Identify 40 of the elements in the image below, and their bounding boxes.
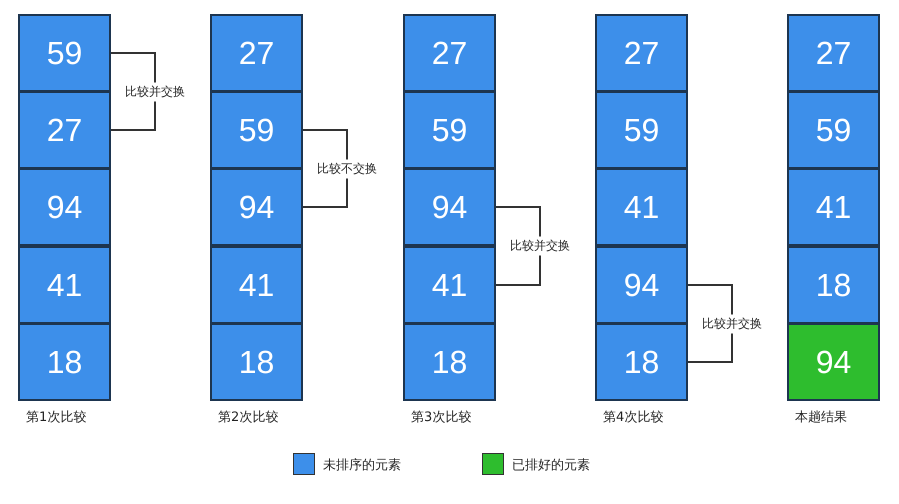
number-cell: 18 [403, 323, 496, 401]
number-cell: 41 [403, 246, 496, 324]
number-cell: 59 [787, 91, 880, 169]
edge-label: 比较并交换 [124, 82, 186, 101]
edge-label: 比较并交换 [509, 236, 571, 256]
number-cell: 18 [595, 323, 688, 401]
number-cell: 18 [787, 246, 880, 324]
bracket-connector [303, 129, 348, 208]
number-cell: 18 [210, 323, 303, 401]
number-cell: 59 [18, 14, 111, 92]
legend-label: 未排序的元素 [323, 457, 401, 474]
number-cell: 18 [18, 323, 111, 401]
number-cell: 59 [595, 91, 688, 169]
number-cell: 94 [403, 168, 496, 246]
column-caption: 第4次比较 [603, 409, 664, 426]
column-caption: 第2次比较 [218, 409, 278, 426]
edge-label: 比较并交换 [701, 314, 763, 333]
bracket-connector [111, 52, 156, 131]
number-cell: 27 [210, 14, 303, 92]
number-cell: 41 [787, 168, 880, 246]
column-caption: 第3次比较 [411, 409, 472, 426]
number-cell: 59 [210, 91, 303, 169]
column-caption: 第1次比较 [26, 409, 86, 426]
number-cell: 94 [210, 168, 303, 246]
number-cell: 41 [595, 168, 688, 246]
bracket-connector [496, 206, 541, 286]
number-cell: 27 [595, 14, 688, 92]
number-cell: 41 [18, 246, 111, 324]
legend-label: 已排好的元素 [512, 457, 590, 474]
number-cell: 41 [210, 246, 303, 324]
number-cell: 27 [18, 91, 111, 169]
edge-label: 比较不交换 [316, 159, 378, 178]
number-cell: 94 [787, 323, 880, 401]
number-cell: 27 [403, 14, 496, 92]
bracket-connector [688, 284, 733, 363]
number-cell: 27 [787, 14, 880, 92]
number-cell: 94 [18, 168, 111, 246]
column-caption: 本趟结果 [795, 409, 847, 426]
number-cell: 59 [403, 91, 496, 169]
number-cell: 94 [595, 246, 688, 324]
